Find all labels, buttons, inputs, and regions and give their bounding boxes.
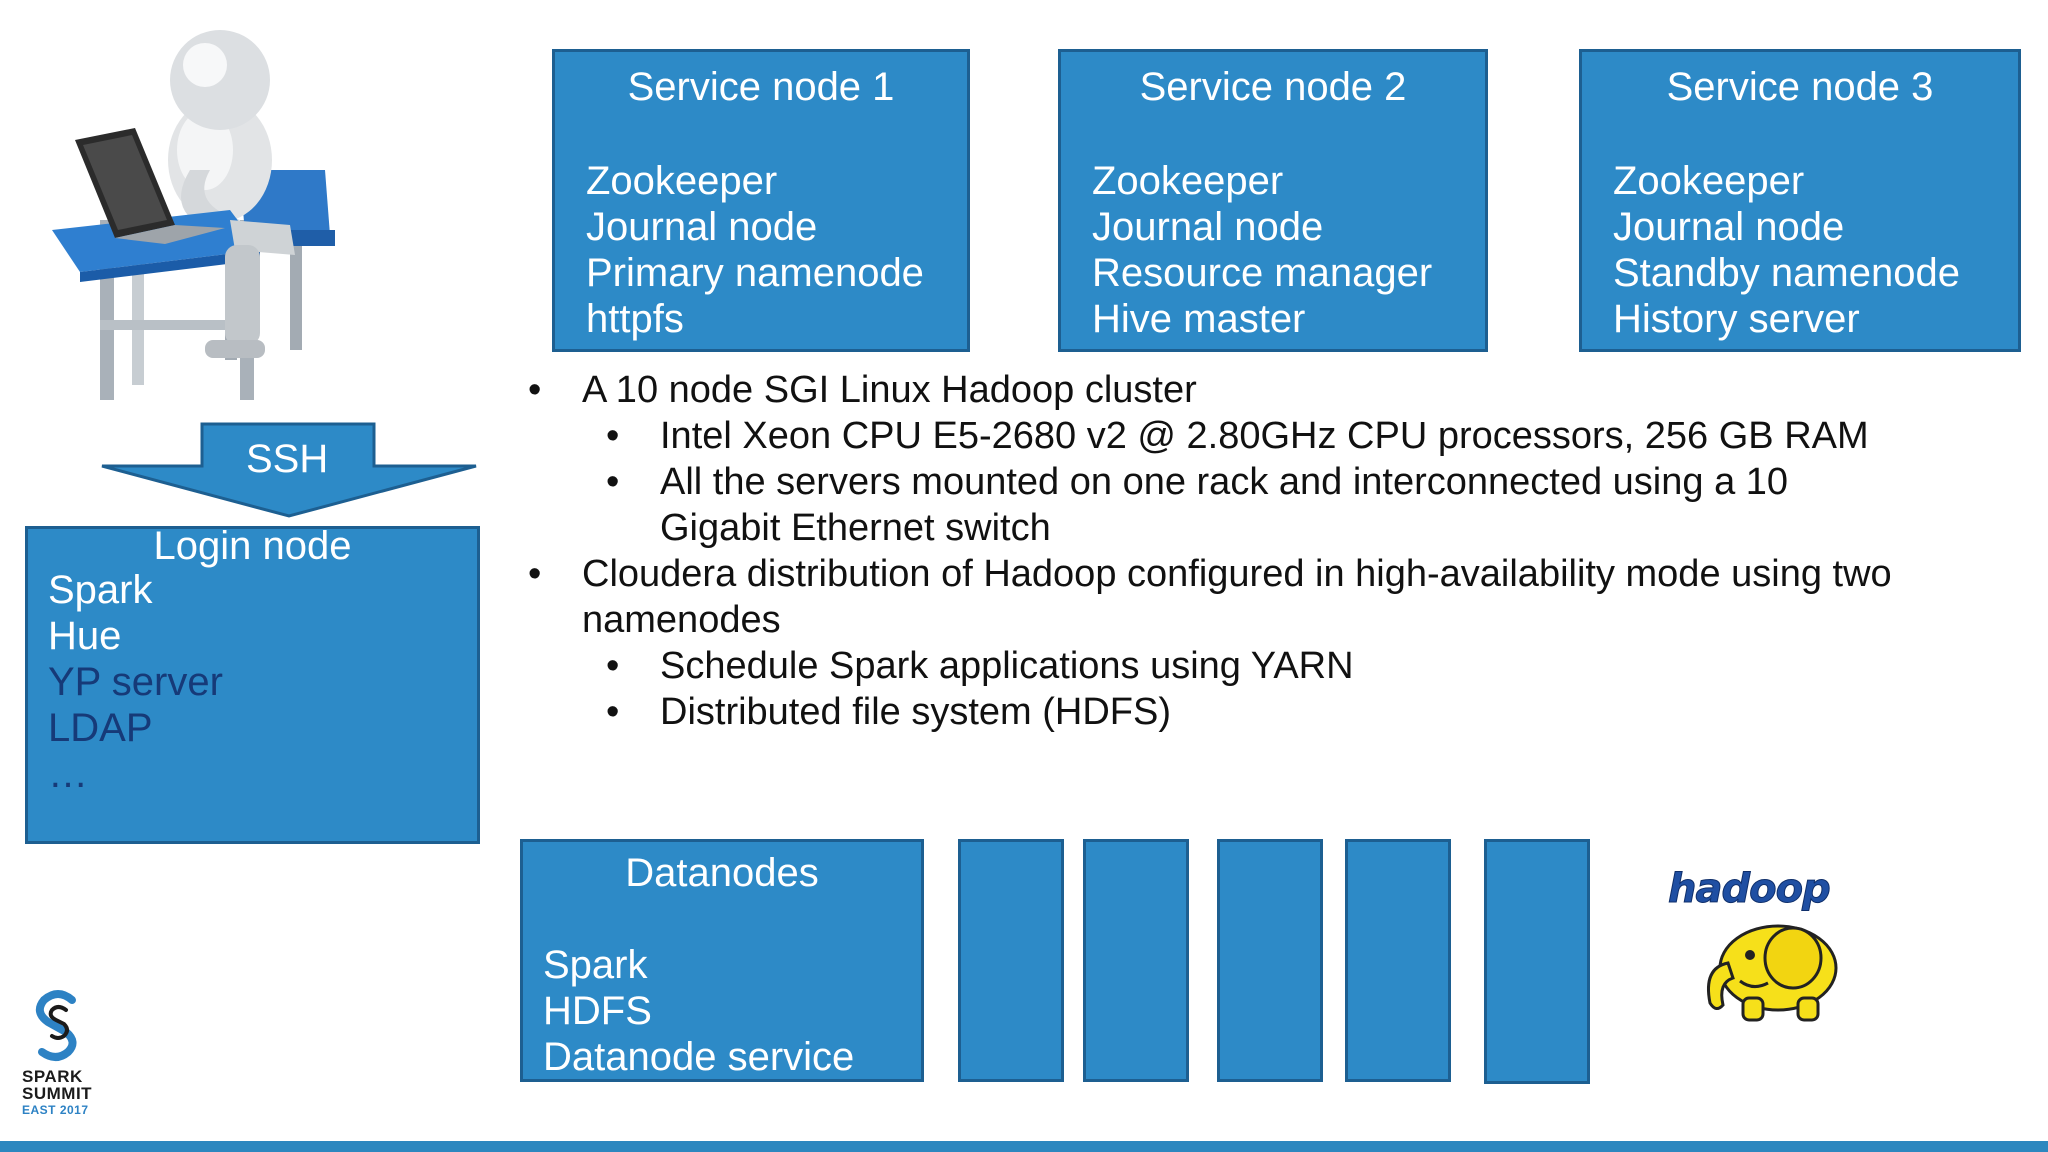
service-item: Zookeeper [1613,159,1805,203]
service-item: Primary namenode [586,251,924,295]
logo-line: EAST 2017 [22,1103,89,1117]
service-item: Zookeeper [586,159,778,203]
spark-summit-logo-text: SPARK SUMMIT EAST 2017 [22,1068,112,1119]
login-service-item: … [48,752,88,796]
service-item: Journal node [1613,205,1845,249]
service-node-services: Zookeeper Journal node Primary namenode … [586,158,924,342]
datanode-box [1217,839,1323,1082]
service-item: Standby namenode [1613,251,1960,295]
bullet-line: Cloudera distribution of Hadoop configur… [582,553,1892,595]
bottom-accent-bar [0,1141,2048,1152]
service-node-title: Service node 2 [1139,65,1407,109]
hadoop-logo: hadoop [1668,868,1846,1028]
user-at-laptop-illustration [52,30,335,400]
logo-line: SPARK [22,1067,83,1086]
service-item: Zookeeper [1092,159,1284,203]
datanode-service-item: Datanode service [543,1035,855,1079]
sub-bullet-item: Schedule Spark applications using YARN [528,643,2028,689]
bullet-item: Cloudera distribution of Hadoop configur… [528,551,2028,643]
service-item: Resource manager [1092,251,1433,295]
datanode-box [1484,839,1590,1084]
login-service-item: LDAP [48,706,153,750]
sub-bullet-item: Intel Xeon CPU E5-2680 v2 @ 2.80GHz CPU … [528,413,2028,459]
login-service-item: YP server [48,660,223,704]
cluster-description: A 10 node SGI Linux Hadoop cluster Intel… [528,367,2028,735]
bullet-item: A 10 node SGI Linux Hadoop cluster [528,367,2028,413]
service-item: Journal node [586,205,818,249]
login-service-item: Hue [48,614,122,658]
service-item: httpfs [586,297,684,341]
login-node-services: Spark Hue YP server LDAP … [48,567,223,797]
login-node-box: Login node Spark Hue YP server LDAP … [25,524,480,844]
ssh-label: SSH [246,437,329,481]
sub-bullet-line: All the servers mounted on one rack and … [660,461,1789,503]
service-node-3: Service node 3 Zookeeper Journal node St… [1579,49,2021,352]
sub-bullet-item: Distributed file system (HDFS) [528,689,2028,735]
service-node-1: Service node 1 Zookeeper Journal node Pr… [552,49,970,352]
service-node-services: Zookeeper Journal node Standby namenode … [1613,158,1960,342]
spark-summit-logo-icon [35,990,77,1061]
service-item: Hive master [1092,297,1306,341]
sub-bullet-line: Gigabit Ethernet switch [660,507,1051,549]
datanode-box [958,839,1064,1082]
service-node-title: Service node 1 [627,65,895,109]
datanode-box [1083,839,1189,1082]
service-node-services: Zookeeper Journal node Resource manager … [1092,158,1432,342]
datanodes-box: Datanodes Spark HDFS Datanode service [520,839,924,1082]
datanode-box [1345,839,1451,1082]
logo-line: SUMMIT [22,1084,93,1103]
hadoop-elephant-icon [1707,924,1838,1022]
login-service-item: Spark [48,568,153,612]
login-node-title: Login node [153,524,352,568]
service-node-title: Service node 3 [1666,65,1934,109]
datanode-service-item: HDFS [543,989,652,1033]
datanodes-title: Datanodes [625,851,819,895]
service-item: History server [1613,297,1860,341]
hadoop-logo-text: hadoop [1668,866,1832,912]
sub-bullet-item: All the servers mounted on one rack and … [528,459,2028,551]
bullet-line: namenodes [582,599,781,641]
ssh-arrow [101,422,477,518]
datanode-service-item: Spark [543,943,648,987]
service-node-2: Service node 2 Zookeeper Journal node Re… [1058,49,1488,352]
service-item: Journal node [1092,205,1324,249]
datanode-services: Spark HDFS Datanode service [543,942,854,1080]
